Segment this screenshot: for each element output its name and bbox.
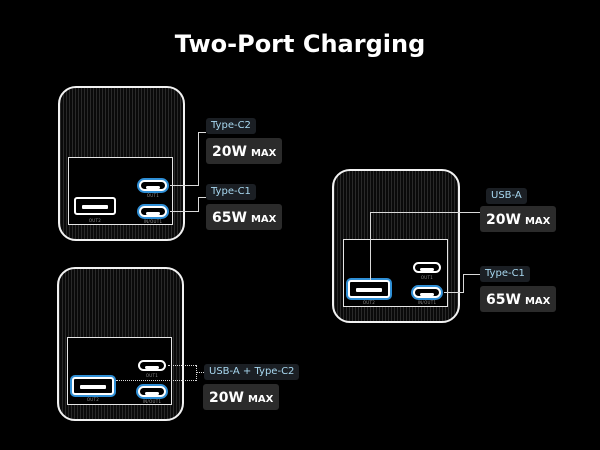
port-mark-out2: OUT2 [88,218,102,223]
wattage-value: 20W [212,144,247,160]
connector-line [198,197,199,212]
wattage-max: MAX [524,296,551,307]
port-mark-out1: OUT1 [420,275,434,280]
connector-line [170,211,198,212]
wattage-value: 65W [212,210,247,226]
wattage-max: MAX [524,216,551,227]
port-label-type-c2: Type-C2 [206,118,256,134]
connector-line [463,274,464,293]
port-mark-out2: OUT2 [86,397,100,402]
port-label-usb-a: USB-A [486,188,527,204]
type-c2-port [413,262,441,273]
port-label-usb-a-type-c2: USB-A + Type-C2 [204,364,300,380]
connector-line [196,372,204,373]
wattage-max: MAX [250,148,277,159]
wattage-value: 20W [209,390,244,406]
usb-a-port [74,197,116,215]
connector-line [444,292,463,293]
connector-line [198,197,206,198]
port-mark-out2: OUT2 [362,300,376,305]
type-c1-port [138,386,166,397]
type-c1-port [413,287,441,298]
connector-line [170,185,198,186]
wattage-max: MAX [247,394,274,405]
port-mark-out1: OUT1 [146,193,160,198]
connector-line [370,212,480,213]
port-label-type-c1: Type-C1 [480,266,530,282]
port-mark-in-out1: IN/OUT1 [417,300,437,305]
connector-line [198,132,206,133]
page-title: Two-Port Charging [174,30,426,58]
type-c2-port [139,180,167,191]
port-mark-in-out1: IN/OUT1 [143,219,163,224]
type-c2-port [138,360,166,371]
port-mark-out1: OUT1 [145,373,159,378]
usb-a-port [348,280,390,298]
connector-line [196,365,197,381]
connector-line [463,274,480,275]
wattage-value: 20W [486,212,521,228]
connector-line [168,365,196,366]
connector-line [116,380,196,381]
wattage-max: MAX [250,214,277,225]
usb-a-port [72,377,114,395]
connector-line [370,212,371,280]
type-c1-port [139,206,167,217]
wattage-value: 65W [486,292,521,308]
connector-line [198,132,199,186]
port-label-type-c1: Type-C1 [206,184,256,200]
port-mark-in-out1: IN/OUT1 [142,399,162,404]
